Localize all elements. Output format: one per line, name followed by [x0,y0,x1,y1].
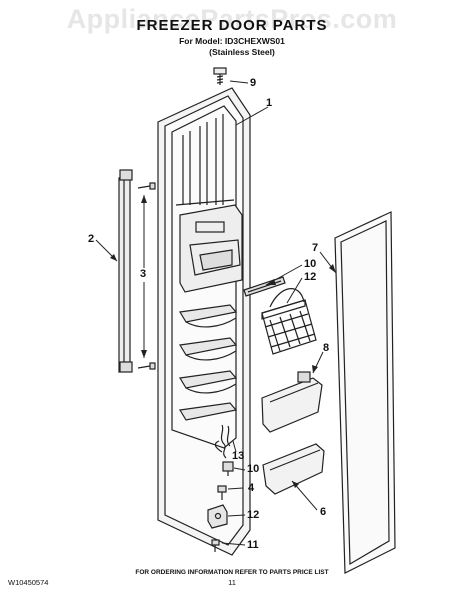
callout-10-upper: 10 [304,258,317,270]
page-number: 11 [228,578,236,587]
page-title: FREEZER DOOR PARTS [136,17,328,34]
watermark-text: AppliancePartsPros.com [66,4,398,34]
handle-part-2 [118,169,133,373]
screw-part-3-lower [137,362,156,370]
callout-8: 8 [323,342,330,354]
callout-3: 3 [140,268,147,280]
wire-basket-part-12 [261,288,317,355]
callout-2: 2 [88,233,95,245]
document-number: W10450574 [8,578,49,587]
model-line: For Model: ID3CHEXWS01 [179,36,285,46]
door-bin-part-6 [262,443,325,495]
door-bin-part-8 [261,371,323,433]
callout-1: 1 [266,97,273,109]
callout-6: 6 [320,506,327,518]
callout-11: 11 [247,539,259,551]
ordering-info-note: FOR ORDERING INFORMATION REFER TO PARTS … [135,569,329,576]
callout-4: 4 [248,482,255,494]
callout-7: 7 [312,242,319,254]
callout-12-upper: 12 [304,271,317,283]
screw-part-3-upper [137,182,156,190]
finish-line: (Stainless Steel) [209,47,275,57]
wire-harness-part-13 [214,440,223,453]
screw-part-4 [217,485,227,500]
callout-9: 9 [250,77,257,89]
callout-13: 13 [232,450,245,462]
screw-part-11 [211,539,220,552]
door-panel-part-1 [157,87,251,556]
callout-12-lower: 12 [247,509,260,521]
callout-10-lower: 10 [247,463,260,475]
hinge-part-12 [207,504,228,529]
bracket-part-10-lower [222,461,234,476]
screw-part-9 [213,67,227,85]
door-gasket-part-7 [334,211,396,574]
